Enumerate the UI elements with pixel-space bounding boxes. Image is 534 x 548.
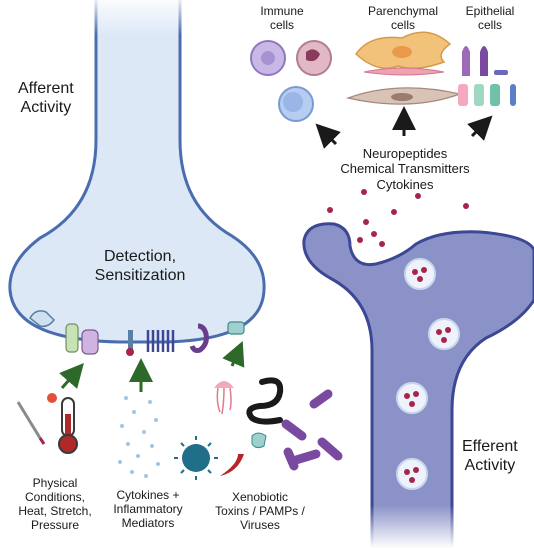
- released-transmitters: [327, 189, 469, 247]
- signal-arrows: [315, 106, 493, 149]
- scalpel-icon: [16, 401, 46, 445]
- stimulus-arrows: [59, 340, 245, 392]
- bacteria-icon: [281, 389, 343, 471]
- immune-cells: [250, 40, 332, 122]
- snake-icon: [246, 377, 284, 425]
- physical-conditions-label: Physical Conditions, Heat, Stretch, Pres…: [18, 476, 92, 533]
- receptor-icon: [65, 323, 79, 353]
- thermometer-icon: [58, 397, 78, 454]
- receptor-icon: [29, 310, 55, 328]
- toxin-protein-icon: [251, 432, 267, 449]
- vesicle: [404, 258, 436, 290]
- jellyfish-icon: [214, 381, 234, 415]
- epithelial-cells-label: Epithelial cells: [465, 4, 515, 33]
- xenobiotic-label: Xenobiotic Toxins / PAMPs / Viruses: [215, 490, 305, 533]
- receptor-icon: [81, 329, 99, 355]
- signal-molecules-label: Neuropeptides Chemical Transmitters Cyto…: [340, 146, 470, 192]
- efferent-activity-label: Efferent Activity: [462, 438, 518, 474]
- receptor-icon: [126, 330, 134, 356]
- parenchymal-cells: [345, 31, 463, 105]
- virus-icon: [174, 436, 218, 480]
- receptor-icon: [189, 323, 209, 353]
- vesicle: [396, 458, 428, 490]
- vesicle: [396, 382, 428, 414]
- afferent-activity-label: Afferent Activity: [18, 80, 74, 116]
- receptor-icon: [227, 321, 245, 335]
- cytokines-label: Cytokines + Inflammatory Mediators: [113, 488, 183, 531]
- vesicle: [428, 318, 460, 350]
- cytokine-particles: [118, 396, 160, 478]
- parenchymal-cells-label: Parenchymal cells: [367, 4, 439, 33]
- immune-cells-label: Immune cells: [260, 4, 304, 33]
- epithelial-cells: [458, 46, 516, 106]
- afferent-neuron-terminal: [8, 0, 266, 344]
- membrane-receptors: [29, 310, 245, 356]
- chili-pepper-icon: [220, 454, 244, 476]
- synaptic-vesicles: [396, 258, 460, 490]
- receptor-icon: [146, 330, 175, 352]
- detection-sensitization-label: Detection, Sensitization: [94, 248, 186, 284]
- sun-heat-icon: [47, 393, 57, 403]
